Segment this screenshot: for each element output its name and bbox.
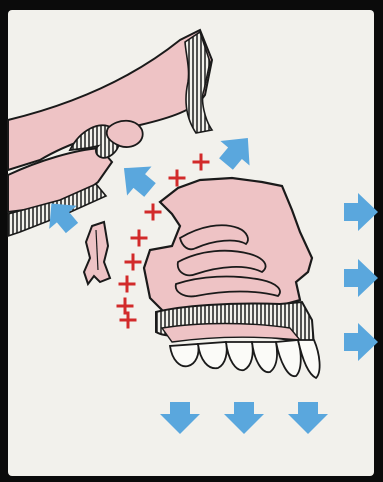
- maxilla-body: [144, 178, 312, 316]
